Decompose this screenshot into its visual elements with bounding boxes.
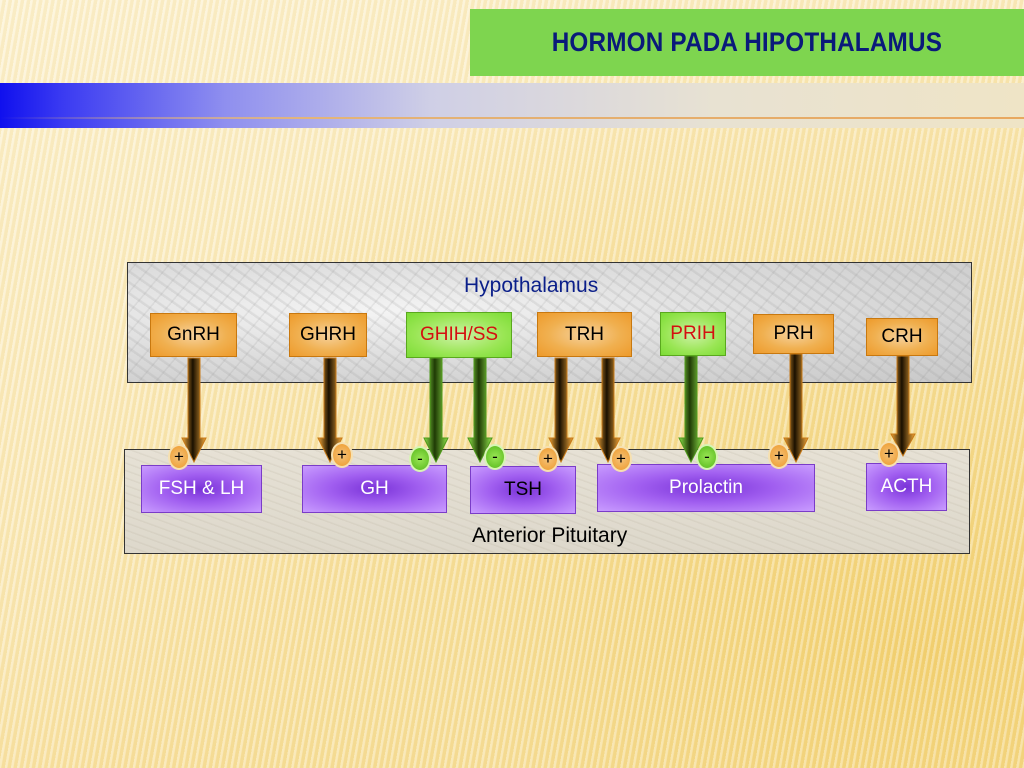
effect-badge-prh-prolactin: + (768, 443, 790, 469)
arrow-prh-prolactin (783, 353, 809, 464)
arrow-ghih-gh (423, 357, 449, 464)
pituitary-fsh-lh: FSH & LH (141, 465, 262, 513)
effect-badge-prih-prolactin: - (696, 444, 718, 470)
hormone-prih: PRIH (660, 312, 726, 356)
arrow-crh-acth (890, 355, 916, 458)
effect-badge-gnrh-fshlh: + (168, 444, 190, 470)
effect-badge-ghih-gh: - (409, 446, 431, 472)
anterior-pituitary-label: Anterior Pituitary (472, 524, 628, 547)
hormone-prh: PRH (753, 314, 834, 354)
effect-badge-ghrh-gh: + (331, 442, 353, 468)
effect-badge-ghih-tsh: - (484, 444, 506, 470)
pituitary-prolactin: Prolactin (597, 464, 815, 512)
effect-badge-crh-acth: + (878, 441, 900, 467)
title-banner: HORMON PADA HIPOTHALAMUS (470, 9, 1024, 76)
header-accent-line (0, 117, 1024, 119)
hormone-gnrh: GnRH (150, 313, 237, 357)
hypothalamus-label: Hypothalamus (464, 274, 599, 297)
effect-badge-trh-prolactin: + (610, 446, 632, 472)
slide-title: HORMON PADA HIPOTHALAMUS (551, 27, 943, 57)
hormone-ghih-ss: GHIH/SS (406, 312, 512, 358)
pituitary-gh: GH (302, 465, 447, 513)
pituitary-tsh: TSH (470, 466, 576, 514)
arrow-trh-tsh (548, 357, 574, 464)
pituitary-acth: ACTH (866, 463, 947, 511)
arrow-gnrh-fshlh (181, 357, 207, 464)
effect-badge-trh-tsh: + (537, 446, 559, 472)
hormone-crh: CRH (866, 318, 938, 356)
header-gradient-band (0, 83, 1024, 128)
hormone-trh: TRH (537, 312, 632, 357)
hormone-ghrh: GHRH (289, 313, 367, 357)
